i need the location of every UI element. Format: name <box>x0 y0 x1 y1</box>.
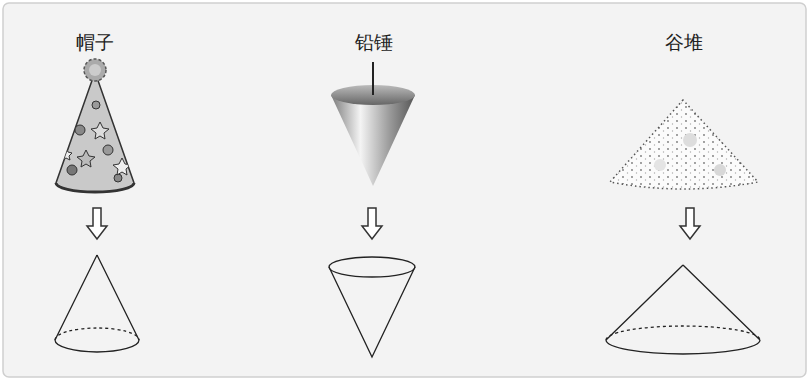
picture-label: 铅锤 <box>355 30 393 56</box>
panel <box>3 3 806 377</box>
cone-drawing <box>55 255 760 357</box>
down-arrow <box>87 208 700 239</box>
picture-label: 谷堆 <box>665 30 703 56</box>
plumb-bob-picture <box>331 62 415 186</box>
hat-picture <box>56 59 134 192</box>
grain-pile-picture <box>610 100 758 189</box>
picture-label: 帽子 <box>76 30 114 56</box>
